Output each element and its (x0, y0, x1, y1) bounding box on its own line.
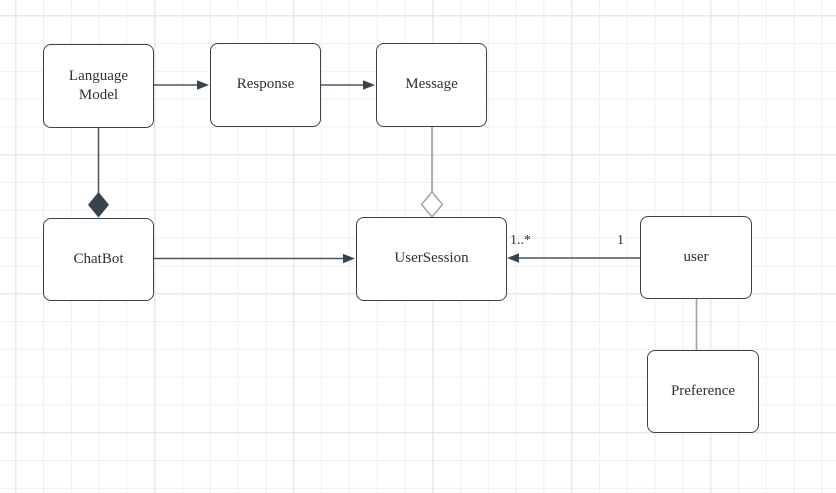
edge-chatbot-usersession[interactable] (154, 253, 355, 264)
edge-message-usersession[interactable] (420, 127, 444, 219)
aggregation-diamond-icon (420, 190, 444, 219)
node-usersession[interactable]: UserSession (356, 217, 507, 301)
node-response[interactable]: Response (210, 43, 321, 127)
arrowhead-icon (343, 253, 355, 264)
node-language-model[interactable]: Language Model (43, 44, 154, 128)
node-label: user (683, 248, 709, 265)
edge-languagemodel-response[interactable] (154, 80, 209, 90)
node-label: Preference (670, 382, 736, 399)
composition-diamond-icon (88, 192, 109, 218)
arrowhead-icon (507, 253, 519, 263)
node-label: UserSession (394, 250, 469, 267)
node-label: ChatBot (73, 250, 124, 267)
node-chatbot[interactable]: ChatBot (43, 218, 154, 301)
node-label: Response (236, 76, 295, 93)
node-label: Language Model (68, 67, 129, 104)
arrowhead-icon (197, 80, 209, 90)
arrowhead-icon (363, 80, 375, 90)
node-preference[interactable]: Preference (647, 350, 759, 433)
edge-languagemodel-chatbot[interactable] (88, 128, 109, 218)
node-message[interactable]: Message (376, 43, 487, 127)
node-user[interactable]: user (640, 216, 752, 299)
node-label: Message (405, 76, 458, 93)
multiplicity-label-user-end[interactable]: 1 (617, 233, 624, 248)
multiplicity-label-usersession-end[interactable]: 1..* (510, 233, 531, 248)
edge-response-message[interactable] (321, 80, 375, 90)
edge-user-usersession[interactable] (507, 253, 640, 263)
